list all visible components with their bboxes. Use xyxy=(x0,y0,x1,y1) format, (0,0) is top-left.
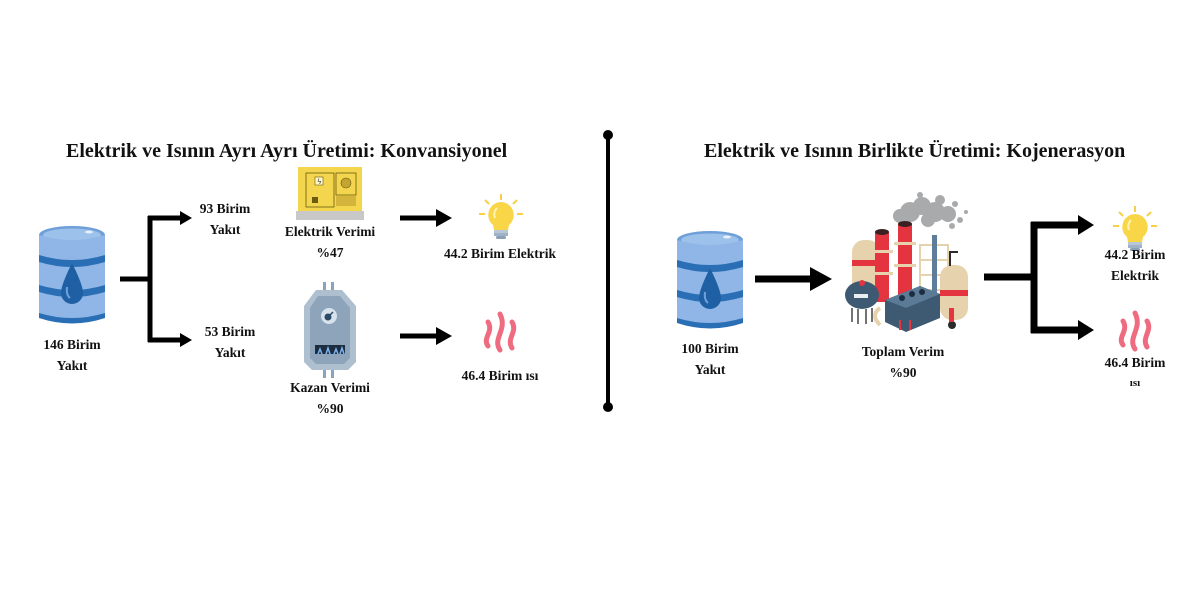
svg-text:ϟ: ϟ xyxy=(317,178,322,186)
right-output-electric-unit: Elektrik xyxy=(1110,268,1159,283)
boiler-efficiency-label: Kazan Verimi %90 xyxy=(280,377,380,419)
left-fuel-total-unit: Yakıt xyxy=(56,358,88,373)
right-fuel-total-unit: Yakıt xyxy=(694,362,726,377)
left-output-heat: 46.4 Birim ısı xyxy=(461,368,539,383)
generator-efficiency-label: Elektrik Verimi %47 xyxy=(280,221,380,263)
right-output-electric-amount: 44.2 Birim xyxy=(1104,247,1166,262)
right-title: Elektrik ve Isının Birlikte Üretimi: Koj… xyxy=(704,140,1126,162)
boiler-efficiency-title: Kazan Verimi xyxy=(290,380,370,395)
left-title: Elektrik ve Isının Ayrı Ayrı Üretimi: Ko… xyxy=(66,140,508,162)
branch-heat-amount: 53 Birim xyxy=(204,324,256,339)
left-fuel-total-amount: 146 Birim xyxy=(43,337,101,352)
arrow-to-electric xyxy=(400,209,452,227)
left-fuel-total-label: 146 Birim Yakıt xyxy=(22,334,122,376)
boiler-icon xyxy=(304,282,356,378)
generator-efficiency-title: Elektrik Verimi xyxy=(284,224,376,239)
heat-waves-icon xyxy=(1113,305,1159,353)
boiler-efficiency-value: %90 xyxy=(316,401,344,416)
right-output-heat-unit: ısı xyxy=(1129,377,1141,389)
right-fuel-total-amount: 100 Birim xyxy=(681,341,739,356)
plant-efficiency-label: Toplam Verim %90 xyxy=(848,341,958,383)
generator-icon: ϟ xyxy=(296,167,364,220)
branch-electric-amount: 93 Birim xyxy=(199,201,251,216)
cogeneration-plant-icon xyxy=(845,192,968,332)
branch-electric-fuel-label: 93 Birim Yakıt xyxy=(180,198,270,240)
right-output-heat-label: 46.4 Birim ısı xyxy=(1085,352,1185,394)
branch-heat-unit: Yakıt xyxy=(214,345,246,360)
right-output-electric-label: 44.2 Birim Elektrik xyxy=(1085,244,1185,286)
branch-electric-unit: Yakıt xyxy=(209,222,241,237)
right-output-heat-amount: 46.4 Birim xyxy=(1104,355,1166,370)
arrow-to-heat xyxy=(400,327,452,345)
left-output-electric: 44.2 Birim Elektrik xyxy=(443,246,557,261)
branch-heat-fuel-label: 53 Birim Yakıt xyxy=(185,321,275,363)
plant-efficiency-value: %90 xyxy=(889,365,917,380)
right-fuel-total-label: 100 Birim Yakıt xyxy=(660,338,760,380)
plant-efficiency-title: Toplam Verim xyxy=(861,344,945,359)
generator-efficiency-value: %47 xyxy=(316,245,344,260)
